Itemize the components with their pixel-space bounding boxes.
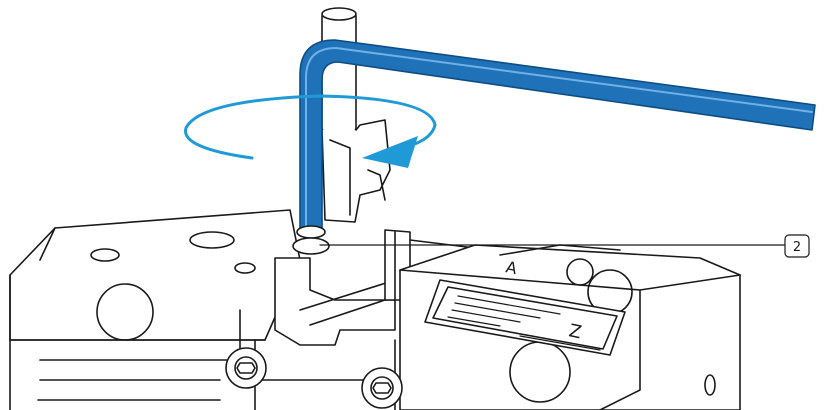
callout-label: 2 bbox=[793, 240, 801, 255]
socket-screw-right bbox=[361, 367, 403, 409]
nameplate: Z bbox=[424, 279, 626, 356]
socket-screw-left bbox=[225, 347, 267, 389]
housing-letter-a: A bbox=[504, 257, 519, 278]
callout-2: 2 bbox=[319, 234, 810, 258]
left-bore-circle bbox=[96, 283, 154, 341]
vertical-pin bbox=[321, 7, 357, 133]
hex-key-wrench bbox=[292, 39, 816, 255]
nameplate-letter-z: Z bbox=[567, 320, 583, 343]
clamp-collar bbox=[321, 119, 391, 223]
right-port-circle bbox=[566, 258, 594, 286]
rotation-arrow bbox=[184, 94, 437, 168]
